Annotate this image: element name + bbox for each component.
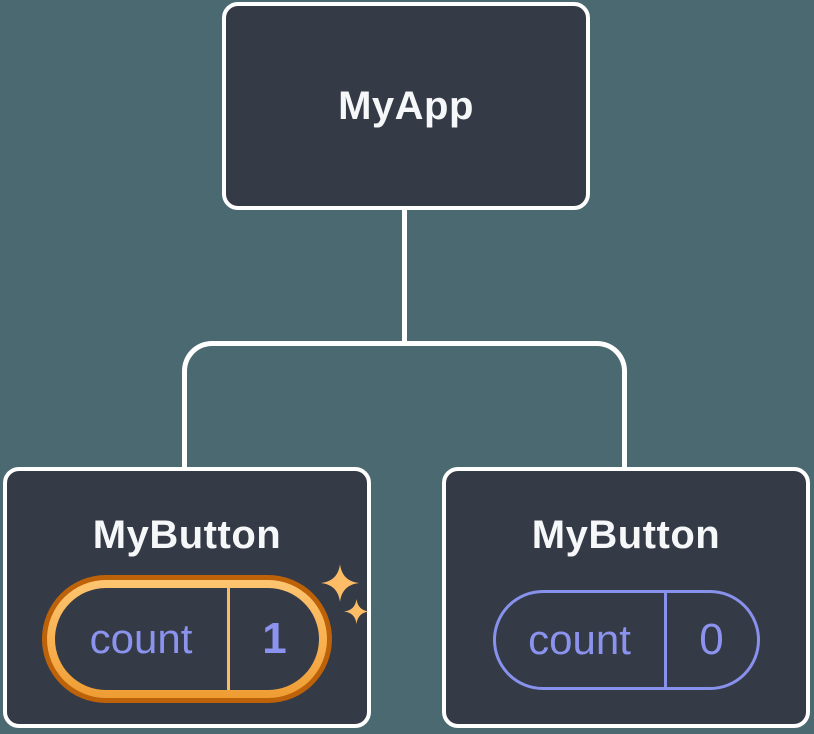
state-pill-gold-ring: count 1 [47,580,327,698]
child-node-mybutton-2: MyButton count 0 [442,467,810,728]
pill-divider [663,593,667,687]
state-value: 1 [262,614,287,663]
child-node-mybutton-1: MyButton count 1 [3,467,371,728]
state-name: count [89,615,193,662]
state-pill: count 0 [492,590,760,690]
node-title: MyButton [92,513,282,557]
state-pill-highlighted: count 1 [42,575,332,703]
sparkle-icon [321,564,359,602]
pill-divider [227,588,230,690]
node-title: MyButton [531,513,721,557]
state-name: count [528,616,631,663]
state-value: 0 [699,615,724,664]
sparkle-icon [344,599,369,624]
node-title: MyApp [338,84,474,128]
root-node-myapp: MyApp [222,2,590,210]
connector-root-to-branch [402,206,407,346]
connector-branch-bracket [182,341,627,473]
